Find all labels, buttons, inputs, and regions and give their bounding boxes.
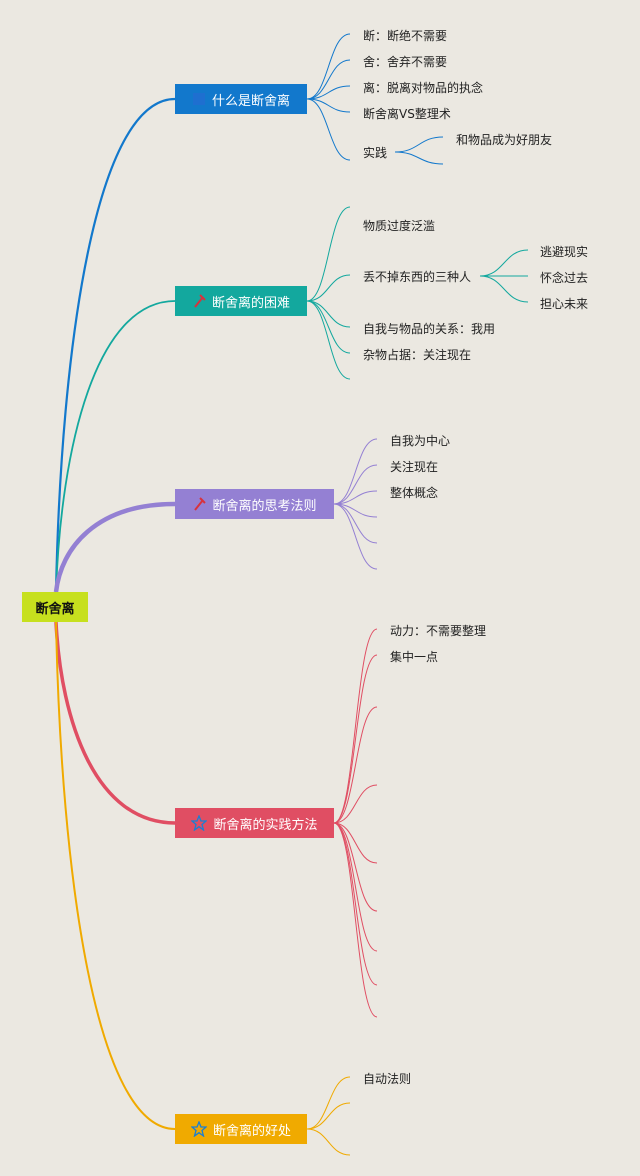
branch-connector bbox=[333, 822, 378, 864]
leaf-item[interactable]: 集中一点 bbox=[390, 650, 439, 664]
trunk-connector bbox=[53, 501, 176, 593]
branch-connector bbox=[306, 98, 351, 113]
leaf-item[interactable]: 断舍离VS整理术 bbox=[363, 107, 451, 121]
branch-thinking-rules[interactable]: 断舍离的思考法则 bbox=[175, 489, 334, 519]
leaf-item[interactable]: 关注现在 bbox=[390, 460, 439, 474]
hammer-icon bbox=[192, 294, 206, 308]
branch-connector bbox=[306, 85, 351, 100]
leaf-item[interactable]: 断：断绝不需要 bbox=[363, 29, 448, 43]
branch-label: 断舍离的实践方法 bbox=[213, 817, 318, 833]
leaf-item[interactable]: 动力：不需要整理 bbox=[390, 624, 487, 638]
branch-connector bbox=[306, 300, 351, 354]
leaf-item[interactable]: 整体概念 bbox=[390, 486, 439, 500]
star-icon bbox=[191, 815, 208, 831]
leaf-item[interactable]: 和物品成为好朋友 bbox=[456, 133, 553, 147]
branch-connector bbox=[333, 822, 378, 1018]
leaf-item[interactable]: 杂物占据：关注现在 bbox=[363, 348, 472, 362]
branch-label: 断舍离的好处 bbox=[212, 1123, 291, 1139]
branch-label: 断舍离的思考法则 bbox=[212, 498, 317, 514]
branch-connector bbox=[306, 300, 351, 328]
trunk-connector bbox=[54, 97, 176, 593]
branch-connector bbox=[306, 33, 351, 100]
root-node[interactable]: 断舍离 bbox=[22, 592, 88, 622]
branch-what-is[interactable]: 什么是断舍离 bbox=[175, 84, 307, 114]
trunk-connector bbox=[55, 300, 176, 593]
leaf-item[interactable]: 自我与物品的关系：我用 bbox=[363, 322, 496, 336]
branch-connector bbox=[333, 503, 378, 544]
branch-connector bbox=[333, 490, 378, 505]
leaf-item[interactable]: 担心未来 bbox=[540, 297, 589, 311]
branch-connector bbox=[333, 503, 378, 570]
leaf-item[interactable]: 怀念过去 bbox=[540, 271, 589, 285]
branch-connector bbox=[333, 654, 378, 824]
branch-connector bbox=[333, 438, 378, 505]
trunk-connector bbox=[55, 621, 176, 1130]
branch-connector bbox=[394, 136, 444, 153]
branch-connector bbox=[306, 98, 351, 161]
branch-practice-methods[interactable]: 断舍离的实践方法 bbox=[175, 808, 334, 838]
branch-connector bbox=[306, 274, 351, 302]
branch-connector bbox=[333, 784, 378, 824]
branch-connector bbox=[306, 59, 351, 100]
branch-connector bbox=[479, 249, 529, 277]
leaf-item[interactable]: 自动法则 bbox=[363, 1072, 412, 1086]
star-icon bbox=[190, 1121, 207, 1137]
branch-connector bbox=[333, 822, 378, 912]
branch-label: 什么是断舍离 bbox=[211, 93, 290, 109]
leaf-item[interactable]: 逃避现实 bbox=[540, 245, 589, 259]
branch-connector bbox=[333, 628, 378, 824]
leaf-item[interactable]: 物质过度泛滥 bbox=[363, 219, 436, 233]
branch-connector bbox=[394, 151, 444, 165]
branch-connector bbox=[333, 822, 378, 986]
leaf-item[interactable]: 丢不掉东西的三种人 bbox=[363, 270, 472, 284]
hammer-icon bbox=[192, 497, 207, 511]
leaf-item[interactable]: 舍：舍弃不需要 bbox=[363, 55, 448, 69]
branch-connector bbox=[333, 464, 378, 505]
branch-connector bbox=[479, 275, 529, 303]
branch-connector bbox=[306, 1102, 351, 1130]
leaf-item[interactable]: 实践 bbox=[363, 146, 388, 160]
branch-benefits[interactable]: 断舍离的好处 bbox=[175, 1114, 307, 1144]
branch-label: 断舍离的困难 bbox=[211, 295, 290, 311]
branch-connector bbox=[333, 706, 378, 824]
trunk-connector bbox=[54, 621, 176, 825]
leaf-item[interactable]: 自我为中心 bbox=[390, 434, 451, 448]
branch-difficulties[interactable]: 断舍离的困难 bbox=[175, 286, 307, 316]
square-icon bbox=[192, 92, 206, 106]
leaf-item[interactable]: 离：脱离对物品的执念 bbox=[363, 81, 484, 95]
branch-connector bbox=[306, 206, 351, 302]
branch-connector bbox=[306, 300, 351, 380]
branch-connector bbox=[306, 1076, 351, 1130]
branch-connector bbox=[306, 1128, 351, 1156]
